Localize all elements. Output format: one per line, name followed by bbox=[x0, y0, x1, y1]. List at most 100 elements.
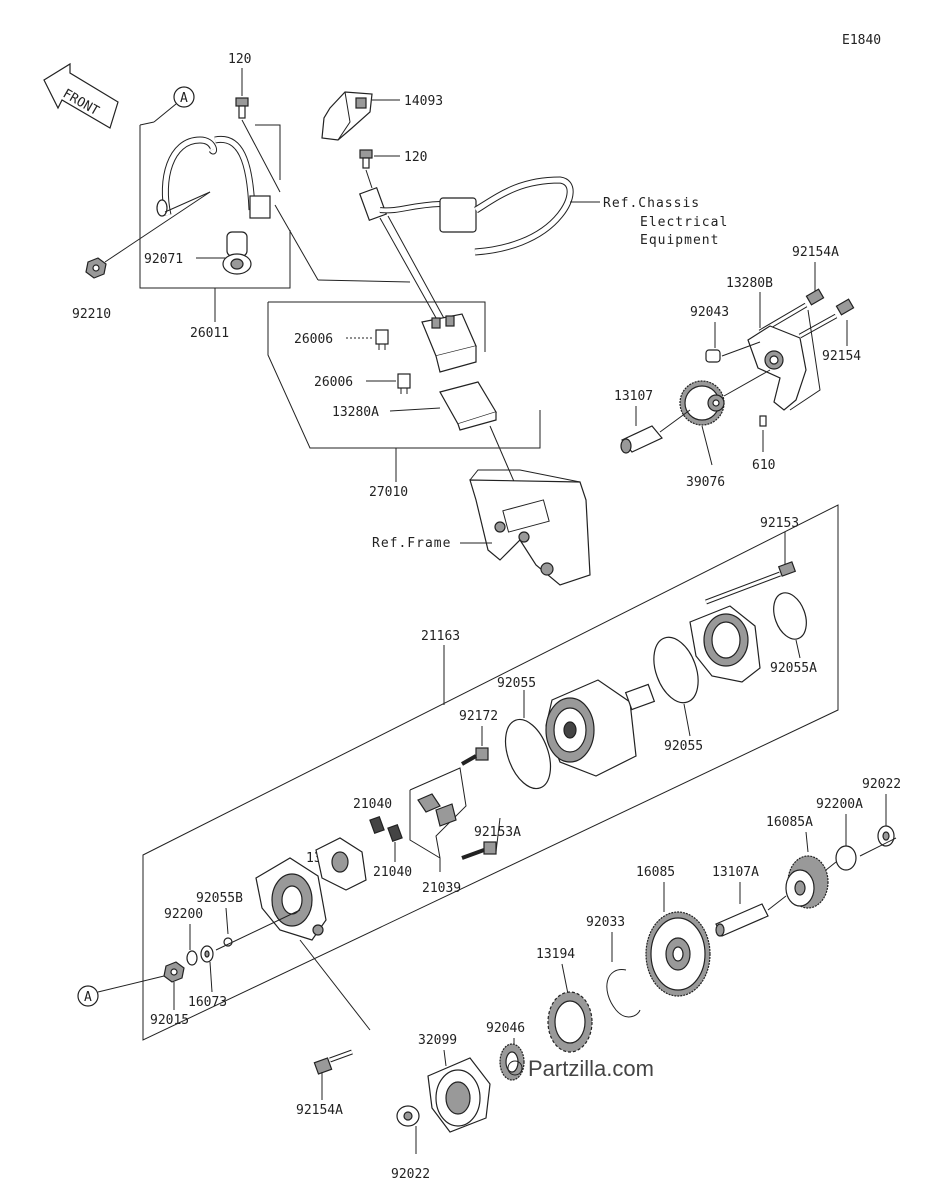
part-label-92046: 92046 bbox=[486, 1021, 525, 1036]
spring-21040-a bbox=[369, 815, 385, 835]
motor-front-cover bbox=[689, 605, 761, 683]
part-label-92153: 92153 bbox=[760, 516, 799, 531]
shaft-13107 bbox=[620, 425, 663, 454]
part-label-21040-bottom: 21040 bbox=[373, 865, 412, 880]
circlip-92033 bbox=[606, 969, 641, 1018]
ref-marker-a-bottom: A bbox=[77, 985, 99, 1007]
part-label-92154A-bottom: 92154A bbox=[296, 1103, 343, 1118]
part-label-92200: 92200 bbox=[164, 907, 203, 922]
washer-16073 bbox=[200, 945, 214, 963]
gear-32099 bbox=[427, 1057, 491, 1133]
washer-92200 bbox=[186, 950, 198, 966]
dowel-92043 bbox=[705, 349, 721, 363]
part-label-92200A: 92200A bbox=[816, 797, 863, 812]
frame-ref bbox=[469, 469, 591, 586]
part-label-21163: 21163 bbox=[421, 629, 460, 644]
part-label-92153A: 92153A bbox=[474, 825, 521, 840]
bolt-92154-right bbox=[798, 298, 855, 339]
part-label-13280B: 13280B bbox=[726, 276, 773, 291]
nut-92015 bbox=[163, 961, 185, 983]
boot-92071 bbox=[222, 231, 252, 275]
gear-16085A bbox=[785, 855, 829, 909]
o-ring-92055-left bbox=[504, 718, 552, 790]
part-label-92055B: 92055B bbox=[196, 891, 243, 906]
part-label-21040-top: 21040 bbox=[353, 797, 392, 812]
part-label-26006-b: 26006 bbox=[314, 375, 353, 390]
part-label-13280A: 13280A bbox=[332, 405, 379, 420]
nut-92210 bbox=[85, 257, 107, 279]
part-label-26011: 26011 bbox=[190, 326, 229, 341]
part-label-21039: 21039 bbox=[422, 881, 461, 896]
o-ring-92055A bbox=[773, 592, 807, 640]
bracket-14093 bbox=[321, 91, 373, 141]
part-label-610: 610 bbox=[752, 458, 775, 473]
o-ring-92055-right bbox=[653, 636, 699, 704]
part-label-92022-right: 92022 bbox=[862, 777, 901, 792]
part-label-120-mid: 120 bbox=[404, 150, 427, 165]
ref-frame: Ref.Frame bbox=[372, 536, 451, 551]
brush-holder-21039 bbox=[417, 793, 457, 827]
part-label-13107: 13107 bbox=[614, 389, 653, 404]
part-label-14093: 14093 bbox=[404, 94, 443, 109]
motor-rear-cover bbox=[255, 857, 327, 941]
gear-housing-13280B bbox=[747, 325, 807, 411]
part-label-120-top: 120 bbox=[228, 52, 251, 67]
ref-chassis-line2: Electrical bbox=[640, 215, 728, 230]
part-label-16085A: 16085A bbox=[766, 815, 813, 830]
part-label-92154: 92154 bbox=[822, 349, 861, 364]
bracket-21039 bbox=[409, 767, 467, 859]
motor-armature bbox=[545, 679, 656, 777]
ref-chassis-line1: Ref.Chassis bbox=[603, 196, 700, 211]
part-label-92154A-top: 92154A bbox=[792, 245, 839, 260]
fuse-26006-a bbox=[375, 329, 389, 350]
diagram-id: E1840 bbox=[842, 33, 881, 48]
screw-92153A bbox=[461, 841, 497, 860]
svg-text:A: A bbox=[180, 91, 188, 106]
part-label-92033: 92033 bbox=[586, 915, 625, 930]
shaft-13107A bbox=[715, 903, 769, 937]
pin-610 bbox=[759, 415, 767, 427]
part-label-16073: 16073 bbox=[188, 995, 227, 1010]
part-label-92055-right: 92055 bbox=[664, 739, 703, 754]
part-label-16085: 16085 bbox=[636, 865, 675, 880]
part-label-92071: 92071 bbox=[144, 252, 183, 267]
svg-text:A: A bbox=[84, 990, 92, 1005]
part-label-92055-left: 92055 bbox=[497, 676, 536, 691]
starter-cable-26011 bbox=[104, 135, 271, 263]
part-label-32099: 32099 bbox=[418, 1033, 457, 1048]
part-label-27010: 27010 bbox=[369, 485, 408, 500]
part-label-92022-bottom: 92022 bbox=[391, 1167, 430, 1182]
screw-92172 bbox=[461, 747, 489, 766]
watermark: Partzilla.com bbox=[507, 1056, 654, 1081]
washer-92200A bbox=[835, 845, 857, 871]
front-arrow-icon: FRONT bbox=[43, 62, 119, 129]
fuse-26006-b bbox=[397, 373, 411, 394]
starter-relay bbox=[421, 313, 477, 373]
gear-16085 bbox=[645, 911, 711, 997]
part-label-92055A: 92055A bbox=[770, 661, 817, 676]
part-label-92210: 92210 bbox=[72, 307, 111, 322]
part-label-92043: 92043 bbox=[690, 305, 729, 320]
part-label-39076: 39076 bbox=[686, 475, 725, 490]
part-label-92172: 92172 bbox=[459, 709, 498, 724]
part-label-13194: 13194 bbox=[536, 947, 575, 962]
part-label-26006-a: 26006 bbox=[294, 332, 333, 347]
holder-13280A bbox=[439, 381, 497, 431]
bolt-92154A-bottom bbox=[313, 1049, 353, 1075]
ref-chassis-line3: Equipment bbox=[640, 233, 719, 248]
spring-21040-b bbox=[387, 823, 403, 843]
bolt-120-mid bbox=[359, 149, 373, 169]
ref-marker-a-top: A bbox=[173, 86, 195, 108]
part-label-13107A: 13107A bbox=[712, 865, 759, 880]
bolt-92153 bbox=[705, 561, 797, 605]
washer-92022-bottom bbox=[396, 1105, 420, 1127]
part-label-92015: 92015 bbox=[150, 1013, 189, 1028]
gear-39076 bbox=[679, 380, 725, 426]
clutch-13194 bbox=[547, 991, 593, 1053]
bolt-120-top bbox=[235, 97, 249, 119]
brush-plate-13280 bbox=[315, 837, 367, 891]
bracket-21163 bbox=[142, 504, 839, 1041]
svg-text:Partzilla.com: Partzilla.com bbox=[528, 1056, 654, 1081]
